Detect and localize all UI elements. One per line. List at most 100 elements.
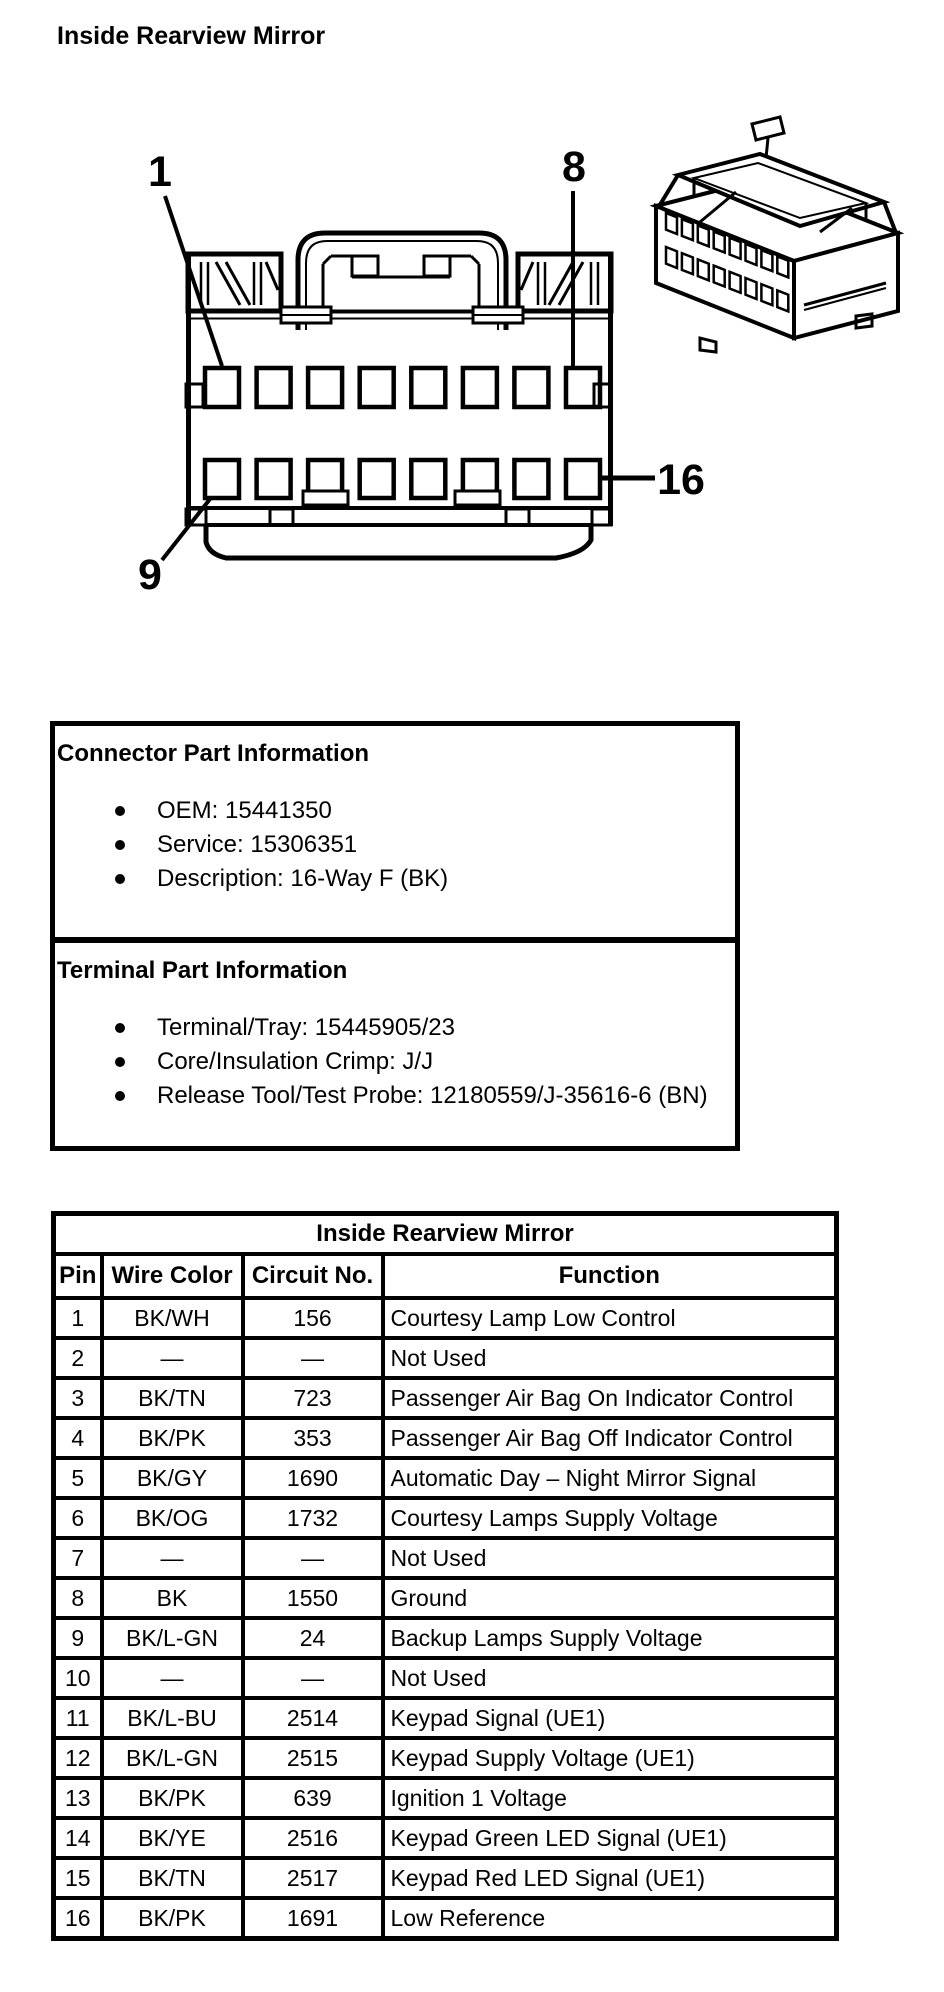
cell-pin: 16 [51, 1896, 104, 1941]
cell-wire-color: — [99, 1336, 245, 1380]
cell-pin: 12 [51, 1736, 104, 1780]
cell-function: Passenger Air Bag On Indicator Control [380, 1376, 839, 1420]
column-header-wire-color: Wire Color [99, 1252, 245, 1300]
connector-part-information-list: OEM: 15441350 Service: 15306351 Descript… [55, 794, 735, 896]
cell-circuit-no: 2514 [240, 1696, 385, 1740]
cell-pin: 13 [51, 1776, 104, 1820]
cell-function: Not Used [380, 1536, 839, 1580]
cell-wire-color: BK/L-GN [99, 1616, 245, 1660]
table-title: Inside Rearview Mirror [51, 1211, 839, 1256]
cell-circuit-no: — [240, 1536, 385, 1580]
front-view-top-left-block [185, 251, 284, 314]
cell-pin: 3 [51, 1376, 104, 1420]
cell-pin: 6 [51, 1496, 104, 1540]
connector-3d-view [649, 115, 905, 354]
cell-circuit-no: 156 [240, 1296, 385, 1340]
cell-function: Keypad Supply Voltage (UE1) [380, 1736, 839, 1780]
column-header-circuit-no: Circuit No. [240, 1252, 385, 1300]
front-view-top-right-block [515, 251, 614, 314]
cell-function: Automatic Day – Night Mirror Signal [380, 1456, 839, 1500]
column-header-function: Function [380, 1252, 839, 1300]
list-item: Service: 15306351 [55, 828, 735, 862]
callouts: 1 8 9 16 [138, 143, 705, 599]
terminal-part-information-heading: Terminal Part Information [57, 957, 348, 984]
list-item: Core/Insulation Crimp: J/J [55, 1045, 735, 1079]
cell-circuit-no: 353 [240, 1416, 385, 1460]
cell-wire-color: BK/WH [99, 1296, 245, 1340]
cell-circuit-no: 1691 [240, 1896, 385, 1941]
cell-circuit-no: 1690 [240, 1456, 385, 1500]
list-item: Terminal/Tray: 15445905/23 [55, 1011, 735, 1045]
cell-wire-color: BK/TN [99, 1376, 245, 1420]
cell-function: Not Used [380, 1656, 839, 1700]
part-information-box: Connector Part Information OEM: 15441350… [50, 721, 740, 1151]
cell-pin: 10 [51, 1656, 104, 1700]
cell-pin: 9 [51, 1616, 104, 1660]
list-item: Release Tool/Test Probe: 12180559/J-3561… [55, 1079, 735, 1113]
cell-wire-color: BK/PK [99, 1776, 245, 1820]
callout-1-leader [163, 195, 224, 367]
cell-function: Backup Lamps Supply Voltage [380, 1616, 839, 1660]
cell-circuit-no: 24 [240, 1616, 385, 1660]
cell-wire-color: — [99, 1656, 245, 1700]
terminal-part-information-section: Terminal Part Information Terminal/Tray:… [55, 957, 735, 1113]
cell-wire-color: — [99, 1536, 245, 1580]
cell-wire-color: BK [99, 1576, 245, 1620]
cell-function: Keypad Green LED Signal (UE1) [380, 1816, 839, 1860]
connector-front-view [184, 230, 614, 561]
table-row: 10——Not Used [51, 1656, 839, 1700]
callout-pin16: 16 [657, 456, 705, 504]
cell-function: Passenger Air Bag Off Indicator Control [380, 1416, 839, 1460]
cell-pin: 8 [51, 1576, 104, 1620]
cell-pin: 15 [51, 1856, 104, 1900]
cell-wire-color: BK/L-BU [99, 1696, 245, 1740]
pin-cavities-bottom-row [202, 457, 603, 501]
pin-cavities-top-row [202, 365, 603, 410]
cell-circuit-no: 2515 [240, 1736, 385, 1780]
callout-pin8: 8 [562, 143, 586, 191]
cell-function: Keypad Signal (UE1) [380, 1696, 839, 1740]
cell-pin: 14 [51, 1816, 104, 1860]
cell-function: Low Reference [380, 1896, 839, 1941]
table-title-row: Inside Rearview Mirror [51, 1211, 839, 1256]
front-view-latch [279, 230, 525, 330]
callout-9-leader [160, 497, 212, 562]
connector-pinout-figure: 1 8 9 16 [138, 115, 905, 599]
cell-wire-color: BK/TN [99, 1856, 245, 1900]
cell-wire-color: BK/L-GN [99, 1736, 245, 1780]
cell-circuit-no: 1732 [240, 1496, 385, 1540]
cell-circuit-no: — [240, 1656, 385, 1700]
connector-part-information-section: Connector Part Information OEM: 15441350… [55, 740, 735, 943]
connector-part-information-heading: Connector Part Information [57, 740, 370, 767]
table-row: 2——Not Used [51, 1336, 839, 1380]
cell-pin: 5 [51, 1456, 104, 1500]
cell-function: Courtesy Lamp Low Control [380, 1296, 839, 1340]
cell-function: Ground [380, 1576, 839, 1620]
cell-pin: 11 [51, 1696, 104, 1740]
cell-circuit-no: 2517 [240, 1856, 385, 1900]
cell-wire-color: BK/PK [99, 1416, 245, 1460]
cell-circuit-no: 639 [240, 1776, 385, 1820]
callout-pin1: 1 [148, 148, 172, 196]
cell-wire-color: BK/PK [99, 1896, 245, 1941]
table-row: 7——Not Used [51, 1536, 839, 1580]
list-item: Description: 16-Way F (BK) [55, 862, 735, 896]
cell-wire-color: BK/OG [99, 1496, 245, 1540]
cell-wire-color: BK/YE [99, 1816, 245, 1860]
terminal-part-information-list: Terminal/Tray: 15445905/23 Core/Insulati… [55, 1011, 735, 1113]
cell-function: Courtesy Lamps Supply Voltage [380, 1496, 839, 1540]
page-title: Inside Rearview Mirror [57, 22, 326, 50]
cell-pin: 7 [51, 1536, 104, 1580]
